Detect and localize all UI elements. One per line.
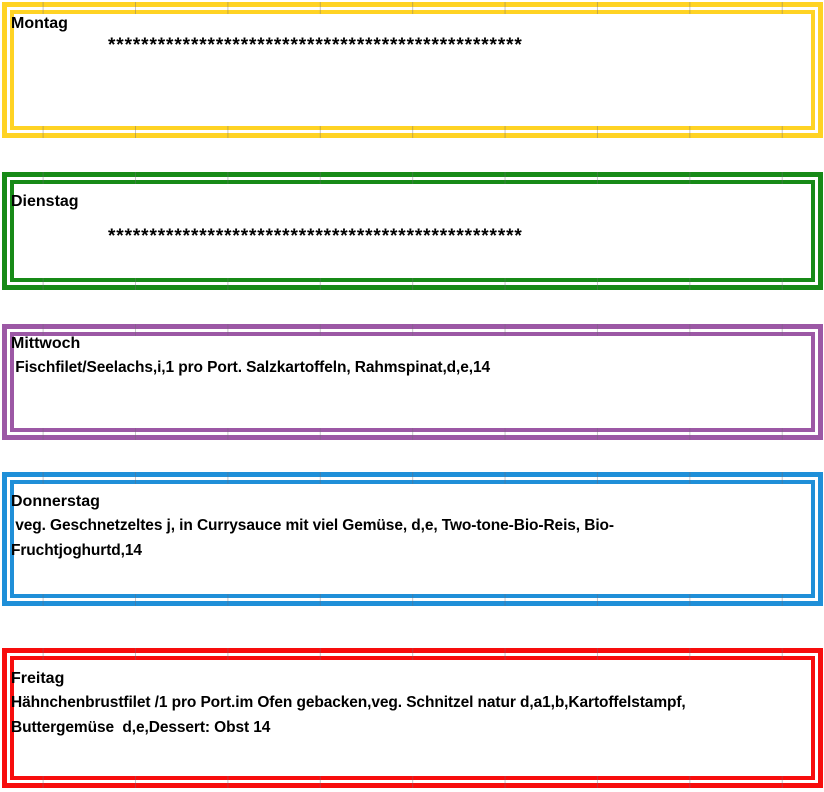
day-box-content: Dienstag *******************************… bbox=[7, 177, 818, 248]
day-label-donnerstag: Donnerstag bbox=[11, 493, 100, 510]
menu-text-line: Buttergemüse d,e,Dessert: Obst 14 bbox=[11, 719, 271, 736]
day-box-content: Freitag Hähnchenbrustfilet /1 pro Port.i… bbox=[7, 653, 818, 740]
day-label-montag: Montag bbox=[11, 15, 68, 32]
placeholder-stars-line: ****************************************… bbox=[108, 226, 523, 247]
menu-text-line: Hähnchenbrustfilet /1 pro Port.im Ofen g… bbox=[11, 694, 686, 711]
day-box-mittwoch: Mittwoch Fischfilet/Seelachs,i,1 pro Por… bbox=[2, 324, 823, 440]
day-box-montag: Montag *********************************… bbox=[2, 2, 823, 138]
day-box-content: Mittwoch Fischfilet/Seelachs,i,1 pro Por… bbox=[7, 329, 818, 380]
day-label-freitag: Freitag bbox=[11, 670, 65, 687]
day-box-content: Donnerstag veg. Geschnetzeltes j, in Cur… bbox=[7, 477, 818, 563]
menu-text-line: Fischfilet/Seelachs,i,1 pro Port. Salzka… bbox=[11, 359, 491, 376]
day-box-dienstag: Dienstag *******************************… bbox=[2, 172, 823, 290]
menu-text-line: veg. Geschnetzeltes j, in Currysauce mit… bbox=[11, 517, 614, 534]
day-box-content: Montag *********************************… bbox=[7, 7, 818, 57]
day-box-freitag: Freitag Hähnchenbrustfilet /1 pro Port.i… bbox=[2, 648, 823, 788]
day-label-mittwoch: Mittwoch bbox=[11, 335, 81, 352]
day-label-dienstag: Dienstag bbox=[11, 193, 79, 210]
menu-text-line: Fruchtjoghurtd,14 bbox=[11, 542, 142, 559]
day-box-donnerstag: Donnerstag veg. Geschnetzeltes j, in Cur… bbox=[2, 472, 823, 606]
placeholder-stars-line: ****************************************… bbox=[108, 35, 523, 56]
